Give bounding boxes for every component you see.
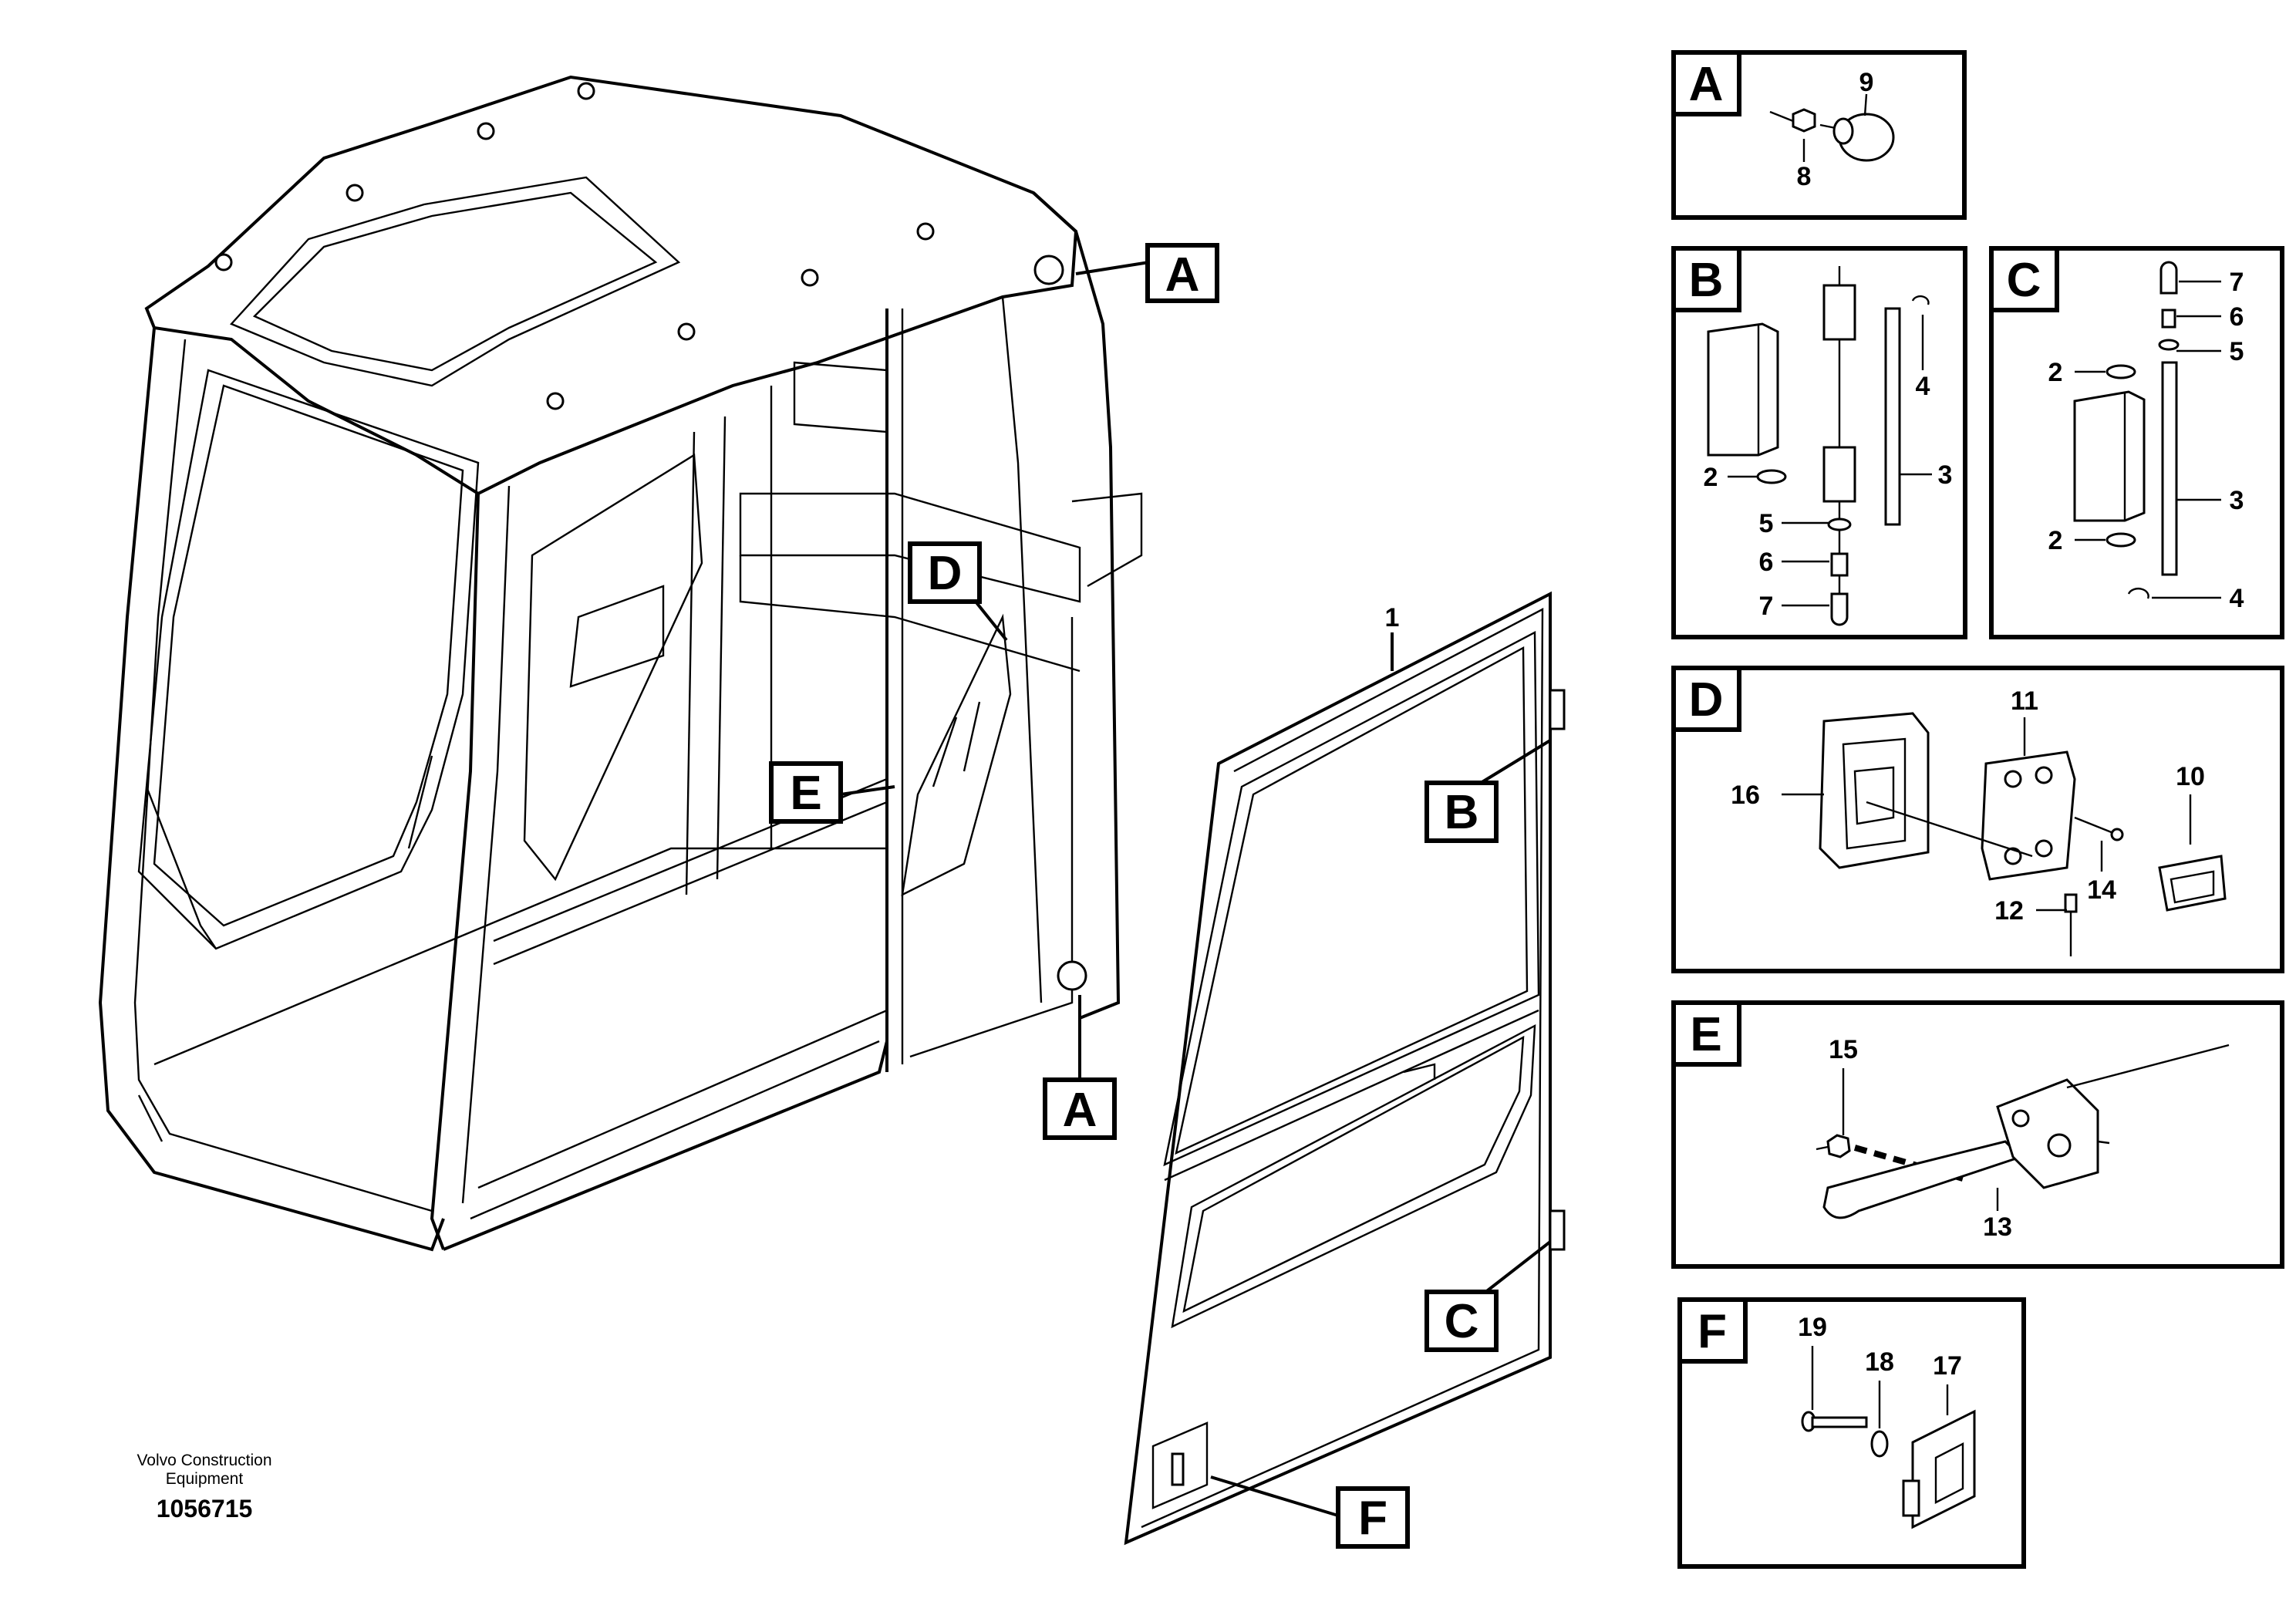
- cab-structure: [98, 75, 1143, 1252]
- detail-b-part-6: 6: [1759, 548, 1774, 577]
- door-panel: [1124, 591, 1566, 1546]
- callout-f-letter: F: [1358, 1492, 1387, 1545]
- detail-c-part-2a: 2: [2048, 358, 2063, 387]
- detail-c-part-7: 7: [2230, 268, 2244, 297]
- detail-b-part-5: 5: [1759, 509, 1774, 538]
- callout-door-1: 1: [1385, 603, 1400, 632]
- detail-d-part-10: 10: [2176, 762, 2205, 791]
- main-leader-lines: [840, 261, 1552, 1517]
- callout-d: D: [908, 541, 982, 604]
- detail-e-letter: E: [1690, 1008, 1721, 1061]
- detail-f-part-18: 18: [1865, 1347, 1894, 1377]
- detail-box-f: F 19 18 17: [1677, 1297, 2026, 1569]
- callout-lower-a: A: [1043, 1077, 1117, 1140]
- detail-b-part-4: 4: [1916, 372, 1930, 401]
- detail-b-part-2: 2: [1704, 463, 1718, 492]
- detail-e-part-13: 13: [1983, 1212, 2012, 1242]
- detail-box-a: A 9 8: [1671, 50, 1967, 220]
- publisher-line-2: Equipment: [165, 1470, 244, 1488]
- callout-b: B: [1424, 781, 1499, 843]
- detail-d-part-14: 14: [2087, 875, 2116, 905]
- detail-b-part-3: 3: [1938, 460, 1953, 490]
- detail-f-part-19: 19: [1798, 1313, 1827, 1342]
- callout-c: C: [1424, 1290, 1499, 1352]
- drawing-number: 1056715: [156, 1495, 253, 1523]
- callout-f: F: [1336, 1486, 1410, 1549]
- detail-a-part-8: 8: [1797, 162, 1812, 191]
- callout-roof-a-letter: A: [1165, 248, 1200, 302]
- detail-box-c: C 7 6 5 2 3 2 4: [1989, 246, 2284, 639]
- detail-c-part-2b: 2: [2048, 526, 2063, 555]
- callout-door-1-label: 1: [1385, 603, 1400, 632]
- callout-d-letter: D: [928, 547, 963, 600]
- publisher-credit: Volvo Construction Equipment: [116, 1452, 293, 1489]
- callout-roof-a: A: [1145, 243, 1219, 303]
- callout-lower-a-letter: A: [1063, 1084, 1097, 1137]
- callout-e: E: [769, 761, 843, 824]
- detail-f-letter: F: [1698, 1305, 1727, 1358]
- detail-e-part-15: 15: [1829, 1035, 1858, 1064]
- detail-f-part-17: 17: [1933, 1351, 1962, 1381]
- detail-a-letter: A: [1689, 58, 1724, 111]
- detail-c-part-3: 3: [2230, 486, 2244, 515]
- detail-c-part-6: 6: [2230, 302, 2244, 332]
- detail-b-part-7: 7: [1759, 592, 1774, 621]
- detail-b-letter: B: [1689, 254, 1724, 307]
- publisher-line-1: Volvo Construction: [137, 1452, 272, 1469]
- detail-d-part-16: 16: [1731, 781, 1760, 810]
- detail-d-part-12: 12: [1994, 896, 2024, 926]
- detail-a-part-9: 9: [1859, 68, 1874, 97]
- detail-box-e: E 15 13: [1671, 1000, 2284, 1269]
- callout-b-letter: B: [1445, 786, 1479, 839]
- detail-c-letter: C: [2007, 254, 2041, 307]
- detail-box-b: B 4 2 3 5 6 7: [1671, 246, 1967, 639]
- detail-d-letter: D: [1689, 673, 1724, 727]
- callout-c-letter: C: [1445, 1295, 1479, 1348]
- callout-e-letter: E: [790, 767, 821, 820]
- detail-c-part-4: 4: [2230, 584, 2244, 613]
- detail-box-d: D 11 16 10 12 14: [1671, 666, 2284, 973]
- detail-d-part-11: 11: [2011, 686, 2038, 716]
- detail-c-part-5: 5: [2230, 337, 2244, 366]
